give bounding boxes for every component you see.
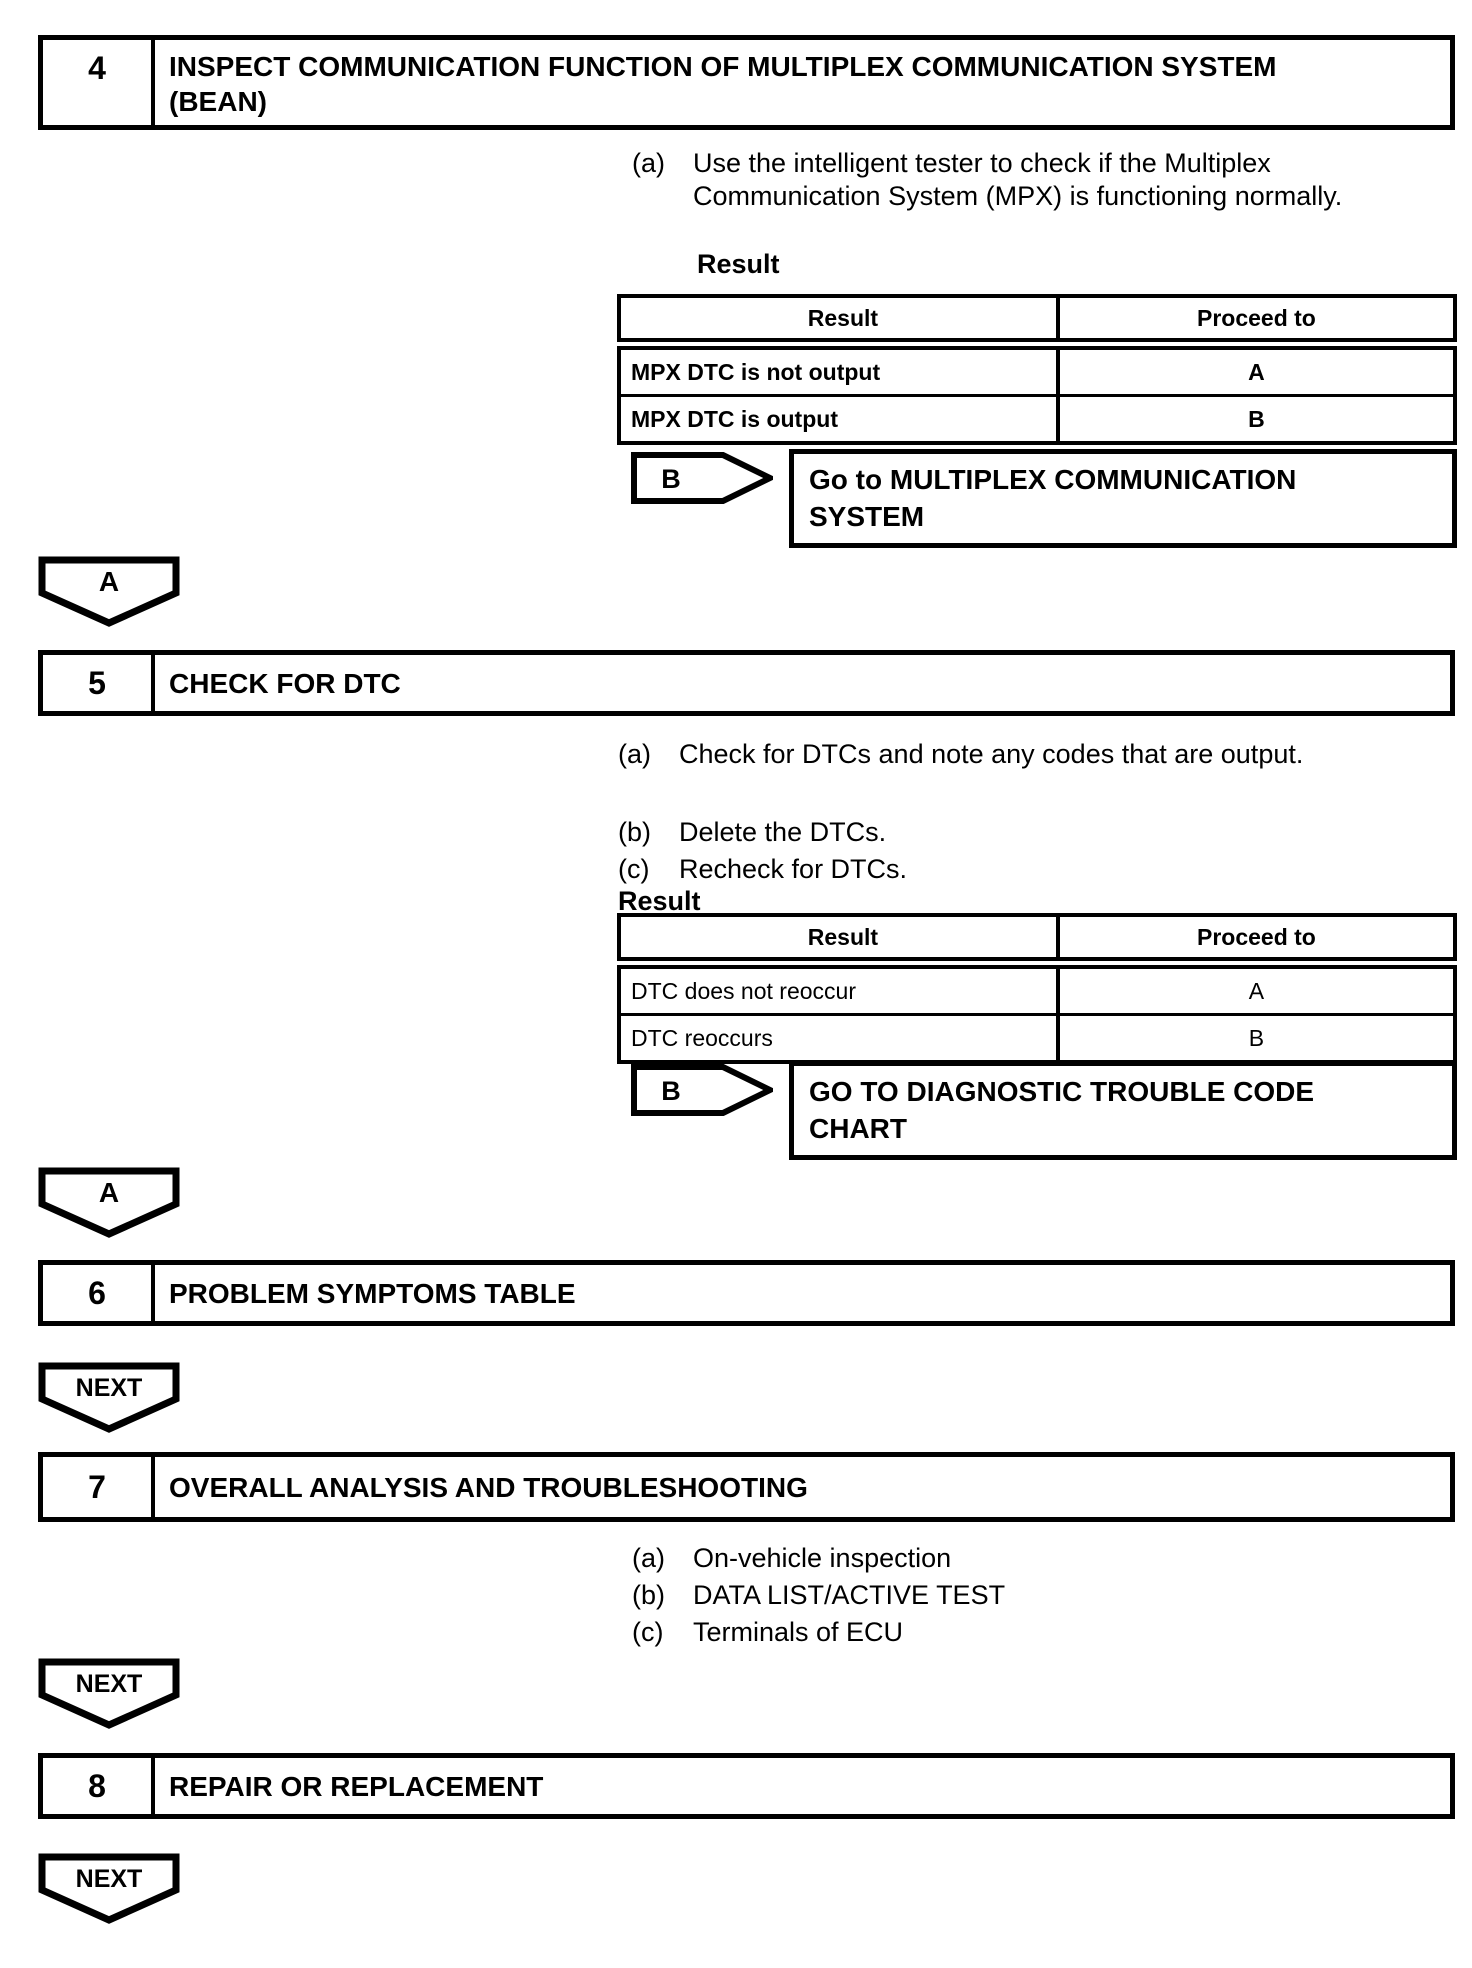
goto-box-multiplex: Go to MULTIPLEX COMMUNICATION SYSTEM xyxy=(789,449,1457,548)
step-7-instruction-c: (c) Terminals of ECU xyxy=(632,1616,1447,1649)
step-4-title-line1: INSPECT COMMUNICATION FUNCTION OF MULTIP… xyxy=(169,51,1277,82)
step-7-title-text: OVERALL ANALYSIS AND TROUBLESHOOTING xyxy=(169,1471,808,1503)
step-7-instruction-b: (b) DATA LIST/ACTIVE TEST xyxy=(632,1579,1447,1612)
proceed-cell: A xyxy=(1055,342,1458,397)
step-4-number: 4 xyxy=(43,40,155,125)
result-label: Result xyxy=(697,249,780,279)
instruction-text: DATA LIST/ACTIVE TEST xyxy=(693,1580,1006,1610)
step-5-header: 5 CHECK FOR DTC xyxy=(38,650,1455,716)
step-5-instruction-a: (a) Check for DTCs and note any codes th… xyxy=(618,738,1448,771)
instruction-text: Terminals of ECU xyxy=(693,1617,904,1647)
step-4-instruction-a: (a) Use the intelligent tester to check … xyxy=(632,147,1447,213)
step-8-title-text: REPAIR OR REPLACEMENT xyxy=(169,1770,544,1802)
table-row: DTC does not reoccur A xyxy=(617,961,1458,1016)
branch-b-label: B xyxy=(661,464,681,494)
instruction-text: Check for DTCs and note any codes that a… xyxy=(679,739,1304,769)
col-header-proceed: Proceed to xyxy=(1055,913,1458,969)
table-row: MPX DTC is not output A xyxy=(617,342,1458,397)
result-table-step5: Result Proceed to DTC does not reoccur A… xyxy=(617,913,1458,1064)
step-6-header: 6 PROBLEM SYMPTOMS TABLE xyxy=(38,1260,1455,1326)
col-header-proceed: Proceed to xyxy=(1055,294,1458,350)
proceed-cell: B xyxy=(1055,1013,1458,1064)
list-marker: (c) xyxy=(632,1617,664,1647)
table-header-row: Result Proceed to xyxy=(617,913,1458,969)
goto-text-line1: Go to MULTIPLEX COMMUNICATION xyxy=(809,464,1297,495)
step-5-number: 5 xyxy=(43,655,155,711)
branch-b-arrow-icon: B xyxy=(631,1064,773,1116)
step-8-header: 8 REPAIR OR REPLACEMENT xyxy=(38,1753,1455,1819)
proceed-cell: B xyxy=(1055,394,1458,445)
step-6-title-text: PROBLEM SYMPTOMS TABLE xyxy=(169,1277,576,1309)
goto-text-line2: CHART xyxy=(809,1113,907,1144)
connector-a-icon: A xyxy=(38,1167,180,1238)
instruction-text: On-vehicle inspection xyxy=(693,1543,952,1573)
goto-text-line2: SYSTEM xyxy=(809,501,925,532)
connector-next-icon: NEXT xyxy=(38,1853,180,1924)
step-4-header: 4 INSPECT COMMUNICATION FUNCTION OF MULT… xyxy=(38,35,1455,130)
step-5-instruction-c: (c) Recheck for DTCs. xyxy=(618,853,1448,886)
col-header-result: Result xyxy=(617,294,1060,350)
step-6-title: PROBLEM SYMPTOMS TABLE xyxy=(155,1265,1450,1321)
connector-next-label: NEXT xyxy=(76,1374,143,1402)
instruction-text: Recheck for DTCs. xyxy=(679,854,908,884)
table-row: MPX DTC is output B xyxy=(617,394,1458,445)
step-8-title: REPAIR OR REPLACEMENT xyxy=(155,1758,1450,1814)
step-7-header: 7 OVERALL ANALYSIS AND TROUBLESHOOTING xyxy=(38,1452,1455,1522)
step-7-number: 7 xyxy=(43,1457,155,1517)
result-label: Result xyxy=(618,886,701,916)
step-6-number: 6 xyxy=(43,1265,155,1321)
branch-b-label: B xyxy=(661,1076,681,1106)
instruction-text: Delete the DTCs. xyxy=(679,817,887,847)
step-7-instruction-a: (a) On-vehicle inspection xyxy=(632,1542,1447,1575)
step-5-instruction-b: (b) Delete the DTCs. xyxy=(618,816,1448,849)
list-marker: (b) xyxy=(618,817,651,847)
goto-box-dtc-chart: GO TO DIAGNOSTIC TROUBLE CODE CHART xyxy=(789,1061,1457,1160)
result-table-step4: Result Proceed to MPX DTC is not output … xyxy=(617,294,1458,445)
step-7-title: OVERALL ANALYSIS AND TROUBLESHOOTING xyxy=(155,1457,1450,1517)
step-4-title: INSPECT COMMUNICATION FUNCTION OF MULTIP… xyxy=(155,40,1450,125)
connector-a-icon: A xyxy=(38,556,180,627)
list-marker: (a) xyxy=(632,148,665,178)
result-cell: DTC reoccurs xyxy=(617,1013,1060,1064)
table-header-row: Result Proceed to xyxy=(617,294,1458,350)
result-cell: DTC does not reoccur xyxy=(617,961,1060,1016)
connector-next-label: NEXT xyxy=(76,1670,143,1698)
instruction-text: Use the intelligent tester to check if t… xyxy=(693,148,1343,211)
connector-next-icon: NEXT xyxy=(38,1362,180,1433)
goto-text-line1: GO TO DIAGNOSTIC TROUBLE CODE xyxy=(809,1076,1315,1107)
connector-next-icon: NEXT xyxy=(38,1658,180,1729)
branch-b-arrow-icon: B xyxy=(631,452,773,504)
table-row: DTC reoccurs B xyxy=(617,1013,1458,1064)
step-8-number: 8 xyxy=(43,1758,155,1814)
list-marker: (b) xyxy=(632,1580,665,1610)
proceed-cell: A xyxy=(1055,961,1458,1016)
list-marker: (c) xyxy=(618,854,650,884)
connector-a-label: A xyxy=(99,1177,119,1208)
list-marker: (a) xyxy=(618,739,651,769)
step-5-title: CHECK FOR DTC xyxy=(155,655,1450,711)
step-4-title-line2: (BEAN) xyxy=(169,86,267,117)
step-5-title-text: CHECK FOR DTC xyxy=(169,667,401,699)
col-header-result: Result xyxy=(617,913,1060,969)
result-cell: MPX DTC is output xyxy=(617,394,1060,445)
list-marker: (a) xyxy=(632,1543,665,1573)
connector-next-label: NEXT xyxy=(76,1865,143,1893)
result-cell: MPX DTC is not output xyxy=(617,342,1060,397)
connector-a-label: A xyxy=(99,566,119,597)
